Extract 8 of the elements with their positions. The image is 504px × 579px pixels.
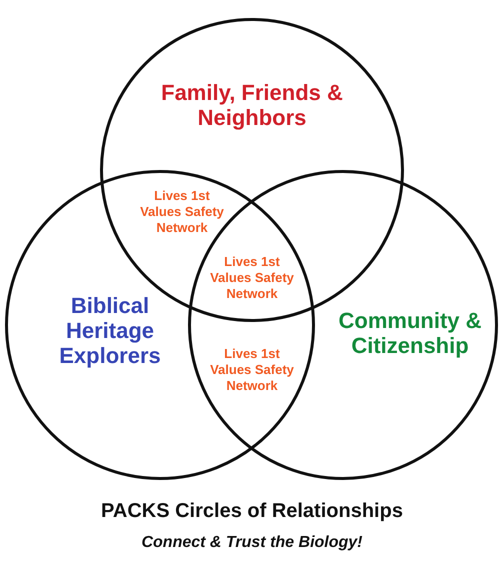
circle-heading: Biblical Heritage Explorers [58,293,162,368]
overlap-label: Lives 1st Values Safety Network [139,188,225,236]
overlap-label: Lives 1st Values Safety Network [209,254,295,302]
circle-heading: Community & Citizenship [338,308,482,358]
circle-heading: Family, Friends & Neighbors [160,80,344,130]
diagram-caption: Connect & Trust the Biology! [140,534,364,552]
diagram-title: PACKS Circles of Relationships [100,500,404,523]
overlap-label: Lives 1st Values Safety Network [209,346,295,394]
